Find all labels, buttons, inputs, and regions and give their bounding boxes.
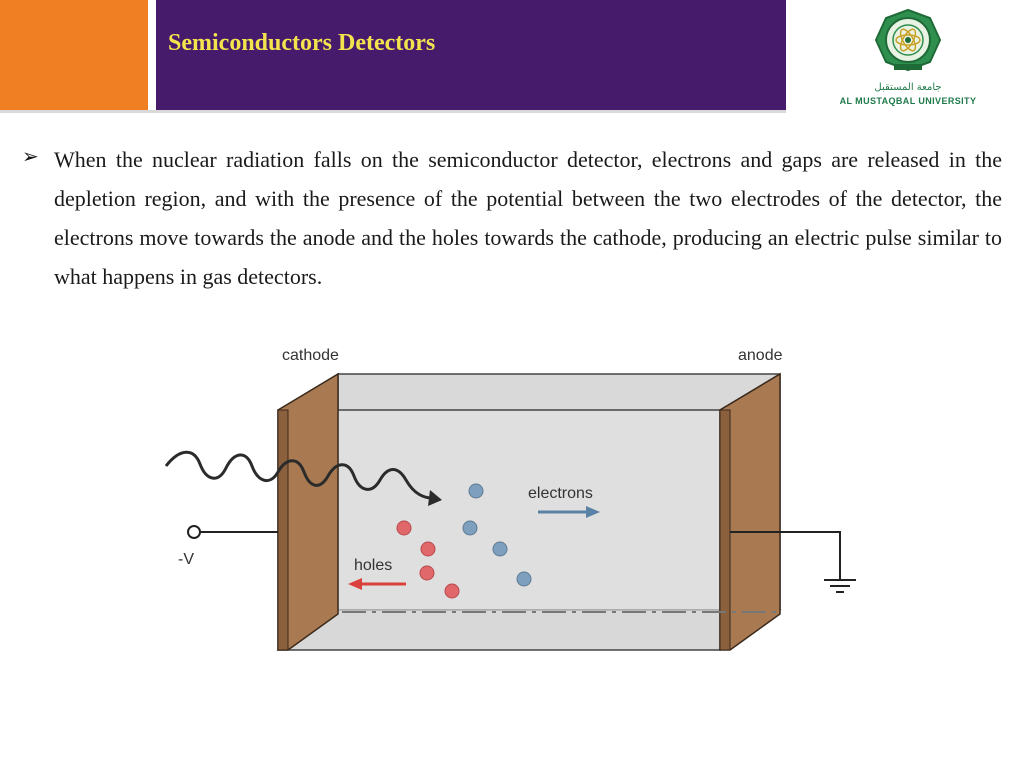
university-seal-icon bbox=[874, 8, 942, 72]
header-shadow bbox=[0, 110, 786, 113]
bullet-point: ➢ When the nuclear radiation falls on th… bbox=[22, 140, 1002, 296]
electron-dot bbox=[468, 483, 484, 499]
radiation-wave bbox=[164, 450, 433, 500]
logo-english-name: AL MUSTAQBAL UNIVERSITY bbox=[839, 96, 977, 106]
header-bar bbox=[156, 0, 786, 110]
electron-dot bbox=[516, 571, 532, 587]
cathode-label: cathode bbox=[282, 347, 339, 364]
slide-title: Semiconductors Detectors bbox=[168, 30, 436, 56]
electron-dot bbox=[462, 520, 478, 536]
anode-label: anode bbox=[738, 347, 783, 364]
voltage-terminal-icon bbox=[187, 525, 201, 539]
hole-dot bbox=[444, 583, 460, 599]
hole-dot bbox=[396, 520, 412, 536]
bullet-text: When the nuclear radiation falls on the … bbox=[54, 147, 1002, 289]
hole-dot bbox=[420, 541, 436, 557]
logo-arabic-name: جامعة المستقبل bbox=[874, 82, 942, 93]
electrons-label: electrons bbox=[528, 485, 593, 502]
hole-dot bbox=[419, 565, 435, 581]
header-divider bbox=[148, 0, 156, 110]
electron-dot bbox=[492, 541, 508, 557]
arrow-bullet-icon: ➢ bbox=[22, 144, 39, 168]
semiconductor-detector-diagram: cathode anode electrons holes -V bbox=[164, 347, 856, 651]
holes-label: holes bbox=[354, 557, 392, 574]
detector-front-face bbox=[277, 409, 721, 651]
header-accent-block bbox=[0, 0, 148, 110]
voltage-label: -V bbox=[178, 551, 194, 568]
university-logo: جامعة المستقبل AL MUSTAQBAL UNIVERSITY bbox=[818, 6, 998, 110]
radiation-arrowhead-icon bbox=[428, 490, 442, 506]
anode-wire bbox=[730, 531, 841, 580]
